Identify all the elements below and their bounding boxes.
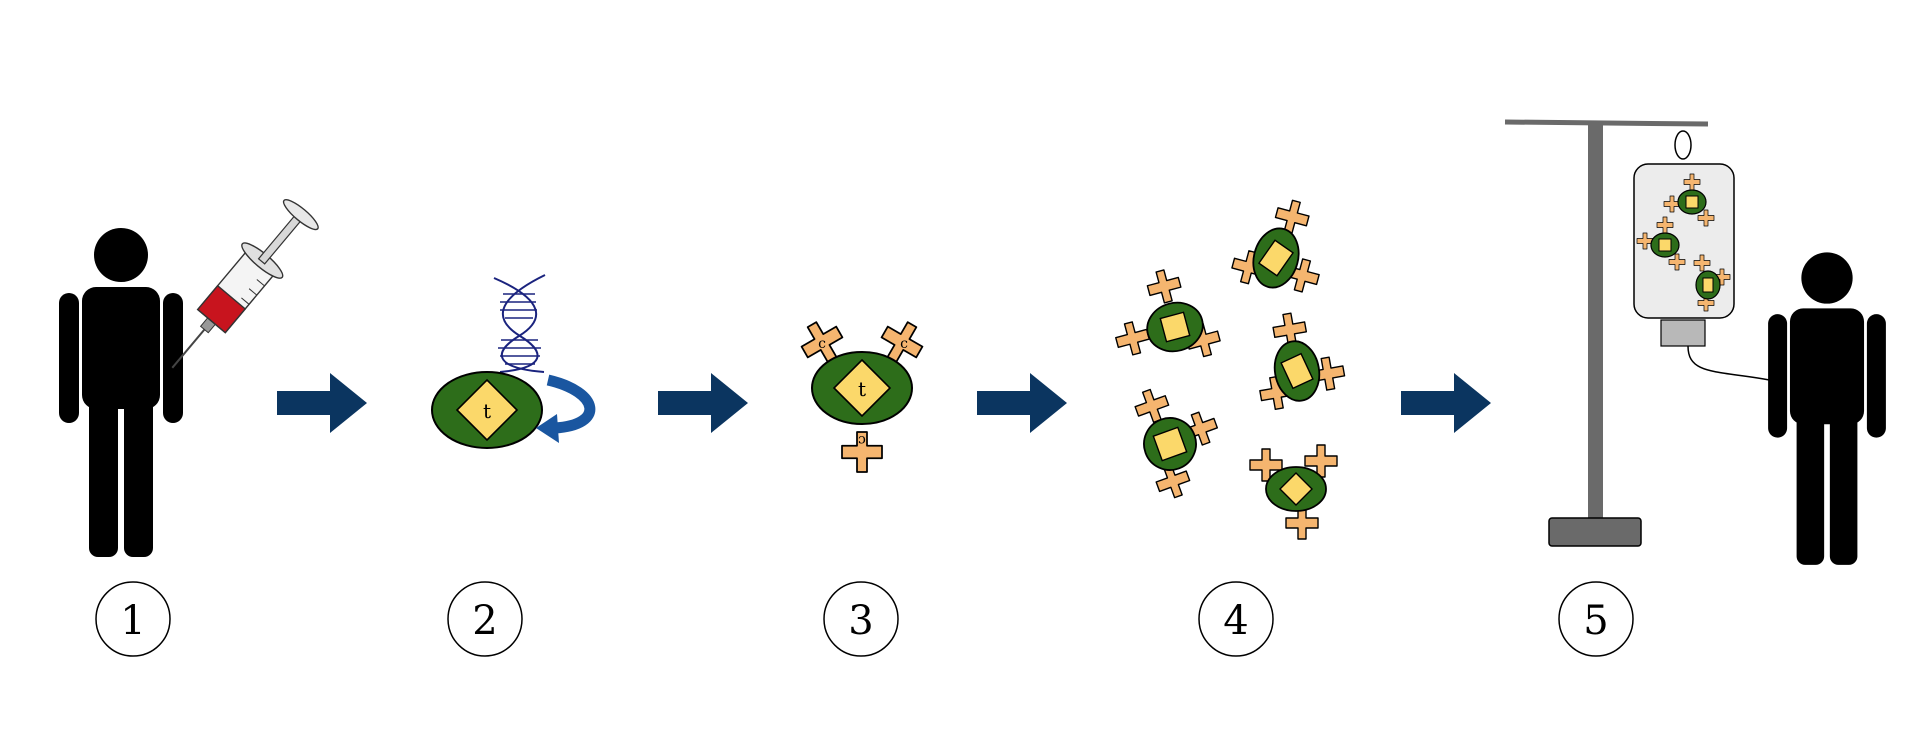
step-number-5: 5 (1559, 582, 1633, 656)
step-3-car-t-cell: c c c t (795, 315, 930, 472)
dna-helix-icon (494, 275, 545, 372)
svg-text:2: 2 (472, 598, 497, 644)
cycle-arrow-icon (536, 380, 590, 443)
arrow-right-icon (977, 373, 1067, 433)
t-cell-icon: t (432, 372, 542, 448)
step-5-infusion (1505, 122, 1886, 565)
svg-text:3: 3 (848, 598, 873, 644)
step-number-4: 4 (1199, 582, 1273, 656)
car-t-cell-icon (1126, 372, 1235, 501)
iv-bag-icon (1634, 131, 1775, 381)
car-t-cell-icon (1248, 306, 1349, 412)
car-t-cell-icon: c c c t (795, 315, 930, 472)
step-2-gene-modification: t (432, 275, 590, 448)
t-cell-label: t (483, 399, 491, 423)
t-cell-label: t (858, 377, 866, 401)
patient-icon (59, 228, 183, 557)
patient-icon (1768, 252, 1886, 565)
step-4-cell-expansion (1102, 190, 1348, 539)
car-label: c (858, 432, 866, 448)
car-t-cell-icon (1229, 190, 1336, 301)
arrow-right-icon (277, 373, 367, 433)
arrow-right-icon (1401, 373, 1491, 433)
car-label: c (900, 336, 908, 352)
car-t-cell-icon (1102, 261, 1223, 378)
step-number-1: 1 (96, 582, 170, 656)
svg-text:4: 4 (1223, 598, 1248, 644)
car-label: c (818, 336, 826, 352)
svg-text:5: 5 (1583, 598, 1608, 644)
step-number-2: 2 (448, 582, 522, 656)
arrow-right-icon (658, 373, 748, 433)
step-1-blood-draw (59, 193, 325, 557)
step-number-3: 3 (824, 582, 898, 656)
car-t-cell-icon (1250, 445, 1337, 539)
svg-text:1: 1 (120, 598, 145, 644)
